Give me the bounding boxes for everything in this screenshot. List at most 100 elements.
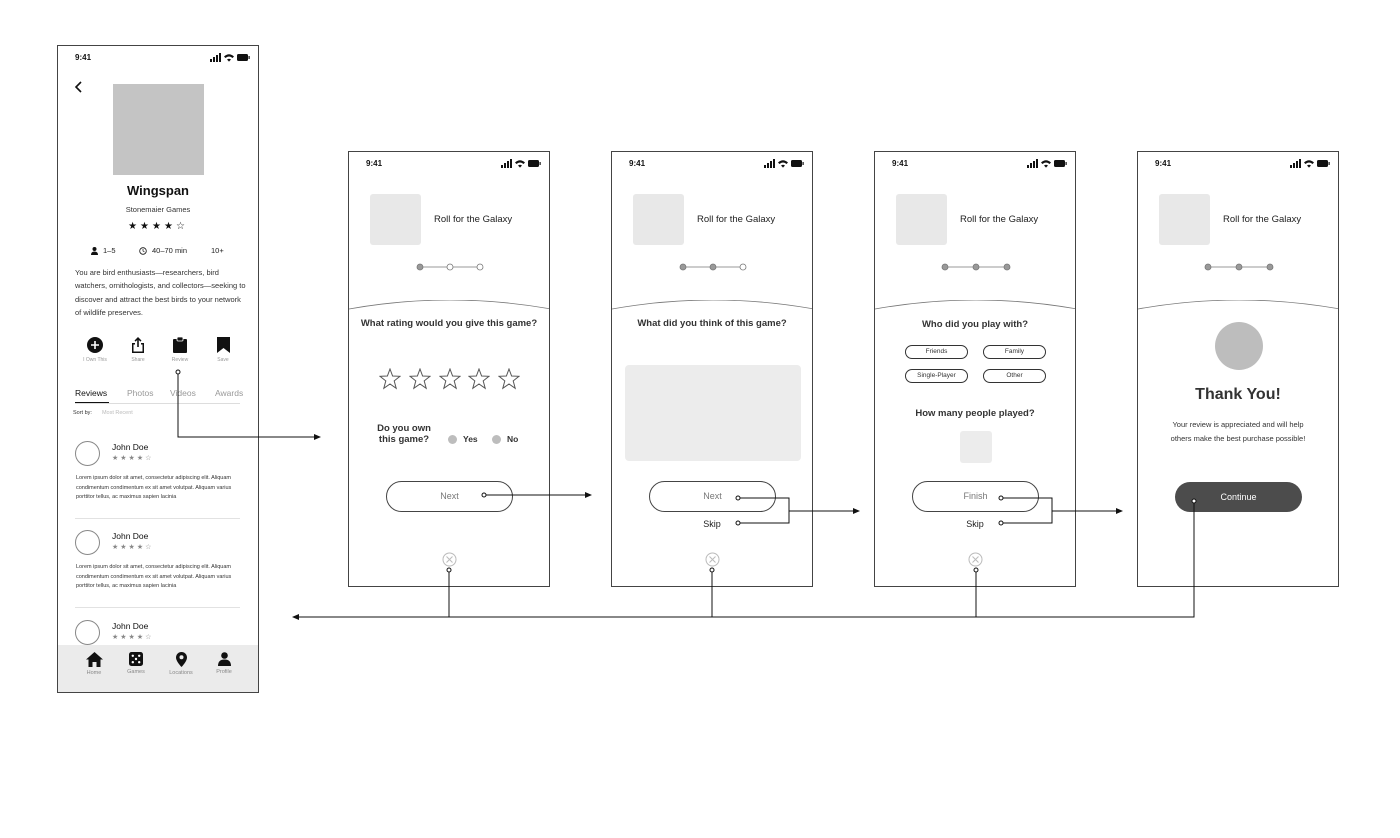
nav-games[interactable]: Games: [116, 652, 156, 675]
share-button[interactable]: Share: [120, 337, 156, 363]
own-this-label: I Own This: [83, 357, 107, 363]
person-icon: [217, 652, 231, 666]
status-bar: 9:41: [58, 46, 258, 70]
continue-button[interactable]: Continue: [1175, 482, 1302, 512]
thank-you-screen: 9:41 Roll for the Galaxy Thank You! Your…: [1137, 151, 1339, 587]
reviewer-name: John Doe: [112, 531, 149, 541]
status-bar: 9:41: [875, 152, 1075, 176]
tab-divider: [75, 403, 240, 404]
star-icon[interactable]: [379, 368, 401, 390]
nav-home-label: Home: [86, 670, 102, 676]
review-text: Lorem ipsum dolor sit amet, consectetur …: [76, 475, 232, 501]
status-time: 9:41: [892, 159, 909, 168]
game-description: You are bird enthusiasts—researchers, bi…: [75, 268, 246, 317]
review-text: Lorem ipsum dolor sit amet, consectetur …: [76, 564, 232, 590]
own-question: Do you own this game?: [377, 423, 431, 445]
clipboard-icon: [173, 337, 187, 353]
text-review-question: What did you think of this game?: [637, 318, 787, 329]
next-button[interactable]: Next: [386, 481, 513, 512]
tab-awards[interactable]: Awards: [215, 388, 244, 398]
sort-control[interactable]: Sort by: Most Recent: [73, 410, 133, 416]
review-divider: [75, 607, 240, 608]
finish-button[interactable]: Finish: [912, 481, 1039, 512]
game-title: Roll for the Galaxy: [960, 214, 1039, 225]
game-thumbnail: [896, 194, 947, 245]
status-time: 9:41: [75, 53, 92, 62]
next-button[interactable]: Next: [649, 481, 776, 512]
status-icons: [1290, 159, 1330, 168]
tab-reviews[interactable]: Reviews: [75, 388, 108, 398]
skip-button[interactable]: Skip: [703, 519, 721, 529]
thank-you-title: Thank You!: [1195, 386, 1281, 403]
status-bar: 9:41: [612, 152, 812, 176]
tab-videos[interactable]: Videos: [170, 388, 196, 398]
share-label: Share: [131, 357, 145, 363]
home-icon: [85, 652, 103, 667]
game-title: Roll for the Galaxy: [434, 214, 513, 225]
game-title: Roll for the Galaxy: [1223, 214, 1302, 225]
sort-value: Most Recent: [101, 410, 133, 416]
rating-question: What rating would you give this game?: [360, 318, 538, 329]
avatar: [75, 620, 100, 645]
tab-photos[interactable]: Photos: [127, 388, 154, 398]
share-icon: [132, 337, 144, 353]
skip-button[interactable]: Skip: [966, 519, 984, 529]
player-count-question: How many people played?: [915, 408, 1035, 419]
player-count-input[interactable]: [960, 431, 992, 463]
avatar: [75, 530, 100, 555]
game-title: Roll for the Galaxy: [697, 214, 776, 225]
game-thumbnail: [370, 194, 421, 245]
game-title: Wingspan: [127, 183, 189, 198]
chip-friends[interactable]: Friends: [905, 345, 968, 359]
status-icons: [501, 159, 541, 168]
sort-label: Sort by:: [73, 410, 92, 416]
close-icon[interactable]: [968, 552, 983, 567]
age-info: 10+: [211, 246, 224, 255]
save-button[interactable]: Save: [205, 337, 241, 363]
plus-circle-icon: [87, 337, 103, 353]
progress-stepper: [416, 263, 484, 271]
own-this-button[interactable]: I Own This: [77, 337, 113, 363]
panel-curve: [1138, 300, 1338, 310]
panel-curve: [349, 300, 549, 310]
radio-dot: [448, 434, 457, 444]
duration-info: 40–70 min: [139, 246, 187, 255]
nav-home[interactable]: Home: [74, 652, 114, 676]
thank-you-message: Your review is appreciated and will help…: [1170, 420, 1306, 443]
age-text: 10+: [211, 246, 224, 255]
game-cover-image: [113, 84, 204, 175]
star-icon[interactable]: [409, 368, 431, 390]
duration-text: 40–70 min: [152, 246, 188, 255]
chip-family[interactable]: Family: [983, 345, 1046, 359]
panel-curve: [612, 300, 812, 310]
play-details-screen: 9:41 Roll for the Galaxy Who did you pla…: [874, 151, 1076, 587]
close-icon[interactable]: [705, 552, 720, 567]
nav-locations[interactable]: Locations: [161, 652, 201, 676]
star-icon[interactable]: [498, 368, 520, 390]
nav-profile[interactable]: Profile: [204, 652, 244, 675]
review-rating: ★★★★☆: [112, 634, 154, 641]
thank-you-image: [1215, 322, 1263, 370]
person-icon: [91, 246, 98, 255]
review-rating: ★★★★☆: [112, 544, 154, 551]
star-icon[interactable]: [439, 368, 461, 390]
review-label: Review: [171, 357, 189, 363]
radio-no[interactable]: No: [492, 434, 518, 444]
close-icon[interactable]: [442, 552, 457, 567]
star-icon[interactable]: [468, 368, 490, 390]
review-textarea[interactable]: [625, 365, 801, 461]
chip-single-player[interactable]: Single-Player: [905, 369, 968, 383]
chip-other[interactable]: Other: [983, 369, 1046, 383]
play-with-question: Who did you play with?: [921, 319, 1029, 330]
save-label: Save: [217, 357, 229, 363]
reviewer-name: John Doe: [112, 621, 149, 631]
review-button[interactable]: Review: [162, 337, 198, 363]
status-bar: 9:41: [349, 152, 549, 176]
game-publisher: Stonemaier Games: [125, 205, 191, 214]
progress-stepper: [1204, 263, 1274, 271]
back-icon[interactable]: [72, 80, 86, 94]
status-icons: [764, 159, 804, 168]
game-thumbnail: [1159, 194, 1210, 245]
location-pin-icon: [175, 652, 187, 667]
radio-yes[interactable]: Yes: [448, 434, 478, 444]
